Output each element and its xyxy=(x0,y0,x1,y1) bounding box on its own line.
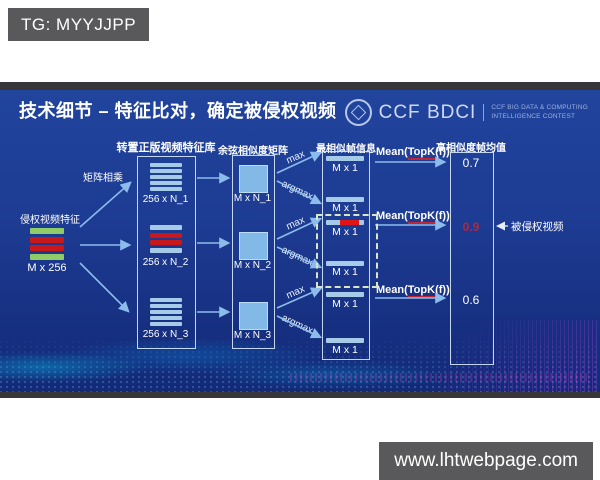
library-stack-2 xyxy=(150,225,182,253)
mean-topk-label-1: Mean(TopK(f)) xyxy=(376,146,450,160)
feature-bar xyxy=(30,253,64,260)
cosine-box xyxy=(232,155,275,349)
ccf-logo-text: CCF BDCI xyxy=(379,102,477,124)
feature-bar xyxy=(150,240,182,245)
particle-dots-decoration xyxy=(0,336,600,392)
max-label-3: max xyxy=(284,283,307,302)
feature-bar xyxy=(150,181,182,185)
feature-bar xyxy=(150,247,182,253)
frame-vector-1-label: M x 1 xyxy=(332,162,358,174)
frames-header: 最相似帧信息 xyxy=(316,144,376,155)
frame-vector-3-label: M x 1 xyxy=(332,226,358,238)
arrow-input-to-lib1 xyxy=(79,181,132,228)
feature-bar xyxy=(30,245,64,251)
library-stack-3-label: 256 x N_3 xyxy=(142,329,189,340)
feature-bar xyxy=(150,322,182,326)
cosine-matrix-3-label: M x N_3 xyxy=(233,330,272,341)
input-feature-matrix xyxy=(30,228,64,260)
arrows-layer xyxy=(79,151,508,339)
argmax-label-2: argmax xyxy=(279,244,315,269)
magenta-streak-decoration xyxy=(290,373,590,382)
feature-bar xyxy=(150,316,182,320)
feature-bar xyxy=(150,304,182,308)
feature-bar xyxy=(30,228,64,234)
cosine-matrix-3 xyxy=(239,302,268,330)
page-title: 技术细节 – 特征比对，确定被侵权视频 xyxy=(19,101,337,121)
website-watermark: www.lhtwebpage.com xyxy=(379,442,593,480)
frame-vector-2 xyxy=(326,197,364,202)
feature-bar xyxy=(150,225,182,230)
frame-vector-6 xyxy=(326,338,364,343)
matched-frame-segment xyxy=(340,220,359,225)
argmax-label-3: argmax xyxy=(279,312,315,337)
frame-vector-3 xyxy=(326,220,364,225)
tg-watermark: TG: MYYJJPP xyxy=(8,8,150,41)
feature-bar xyxy=(150,175,182,179)
frame-vector-2-label: M x 1 xyxy=(332,202,358,214)
input-matrix-size: M x 256 xyxy=(27,262,67,274)
matched-pair-highlight-box xyxy=(316,214,378,288)
frame-vector-4-label: M x 1 xyxy=(332,266,358,278)
cosine-matrix-1-label: M x N_1 xyxy=(233,193,272,204)
slide-frame: 技术细节 – 特征比对，确定被侵权视频 CCF BDCI CCF BIG DAT… xyxy=(0,82,600,398)
mean-topk-label-2: Mean(TopK(f)) xyxy=(376,210,450,224)
library-box xyxy=(137,156,196,349)
arrow-input-to-lib3 xyxy=(79,262,130,313)
feature-bar xyxy=(150,232,182,238)
result-value-2-highlight: 0.9 xyxy=(462,220,480,234)
cosine-matrix-2 xyxy=(239,232,268,260)
cosine-header: 余弦相似度矩阵 xyxy=(218,146,288,157)
tg-watermark-label: TG: MYYJJPP xyxy=(21,14,137,34)
result-box xyxy=(450,152,494,365)
feature-bar xyxy=(150,169,182,173)
contest-line1: CCF BIG DATA & COMPUTING xyxy=(491,104,588,112)
argmax-label-1: argmax xyxy=(279,178,315,203)
frame-vector-5-label: M x 1 xyxy=(332,298,358,310)
mean-prefix: Mean( xyxy=(376,146,408,158)
feature-bar xyxy=(150,298,182,302)
mean-suffix: (f)) xyxy=(435,210,450,222)
ccf-label: CCF xyxy=(378,101,421,123)
logo-divider xyxy=(483,104,485,121)
infringed-video-callout: 被侵权视频 xyxy=(511,221,564,233)
slide-background: 技术细节 – 特征比对，确定被侵权视频 CCF BDCI CCF BIG DAT… xyxy=(0,90,600,392)
result-value-3: 0.6 xyxy=(462,293,480,307)
max-label-2: max xyxy=(284,214,307,233)
library-stack-1 xyxy=(150,163,182,191)
library-stack-3 xyxy=(150,298,182,326)
website-watermark-label: www.lhtwebpage.com xyxy=(394,450,578,471)
mean-topk-label-3: Mean(TopK(f)) xyxy=(376,284,450,298)
mean-topk: TopK xyxy=(407,284,436,298)
feature-bar xyxy=(150,187,182,191)
feature-bar xyxy=(150,163,182,167)
cosine-matrix-1 xyxy=(239,165,268,193)
ccf-seal-icon xyxy=(344,99,372,126)
mean-prefix: Mean( xyxy=(376,210,408,222)
mean-suffix: (f)) xyxy=(435,284,450,296)
mean-topk: TopK xyxy=(407,146,436,160)
frames-box xyxy=(322,151,370,360)
feature-bar xyxy=(30,236,64,243)
cosine-matrix-2-label: M x N_2 xyxy=(233,260,272,271)
matrix-multiply-label: 矩阵相乘 xyxy=(83,173,123,184)
result-value-1: 0.7 xyxy=(462,156,480,170)
feature-bar xyxy=(150,310,182,314)
contest-text: CCF BIG DATA & COMPUTING INTELLIGENCE CO… xyxy=(491,104,588,121)
frame-vector-4 xyxy=(326,261,364,266)
frame-vector-1 xyxy=(326,156,364,161)
library-stack-1-label: 256 x N_1 xyxy=(142,194,189,205)
bdci-label: BDCI xyxy=(426,101,477,123)
ccf-bdci-logo: CCF BDCI CCF BIG DATA & COMPUTING INTELL… xyxy=(344,99,588,126)
contest-line2: INTELLIGENCE CONTEST xyxy=(491,112,576,120)
mean-suffix: (f)) xyxy=(435,146,450,158)
mean-topk: TopK xyxy=(407,210,436,224)
frame-vector-5 xyxy=(326,292,364,297)
frame-vector-6-label: M x 1 xyxy=(332,344,358,356)
result-header: 高相似度帧均值 xyxy=(436,143,506,154)
library-header: 转置正版视频特征库 xyxy=(116,142,216,154)
input-feature-label: 侵权视频特征 xyxy=(20,215,80,226)
library-stack-2-label: 256 x N_2 xyxy=(142,257,189,268)
mean-prefix: Mean( xyxy=(376,284,408,296)
